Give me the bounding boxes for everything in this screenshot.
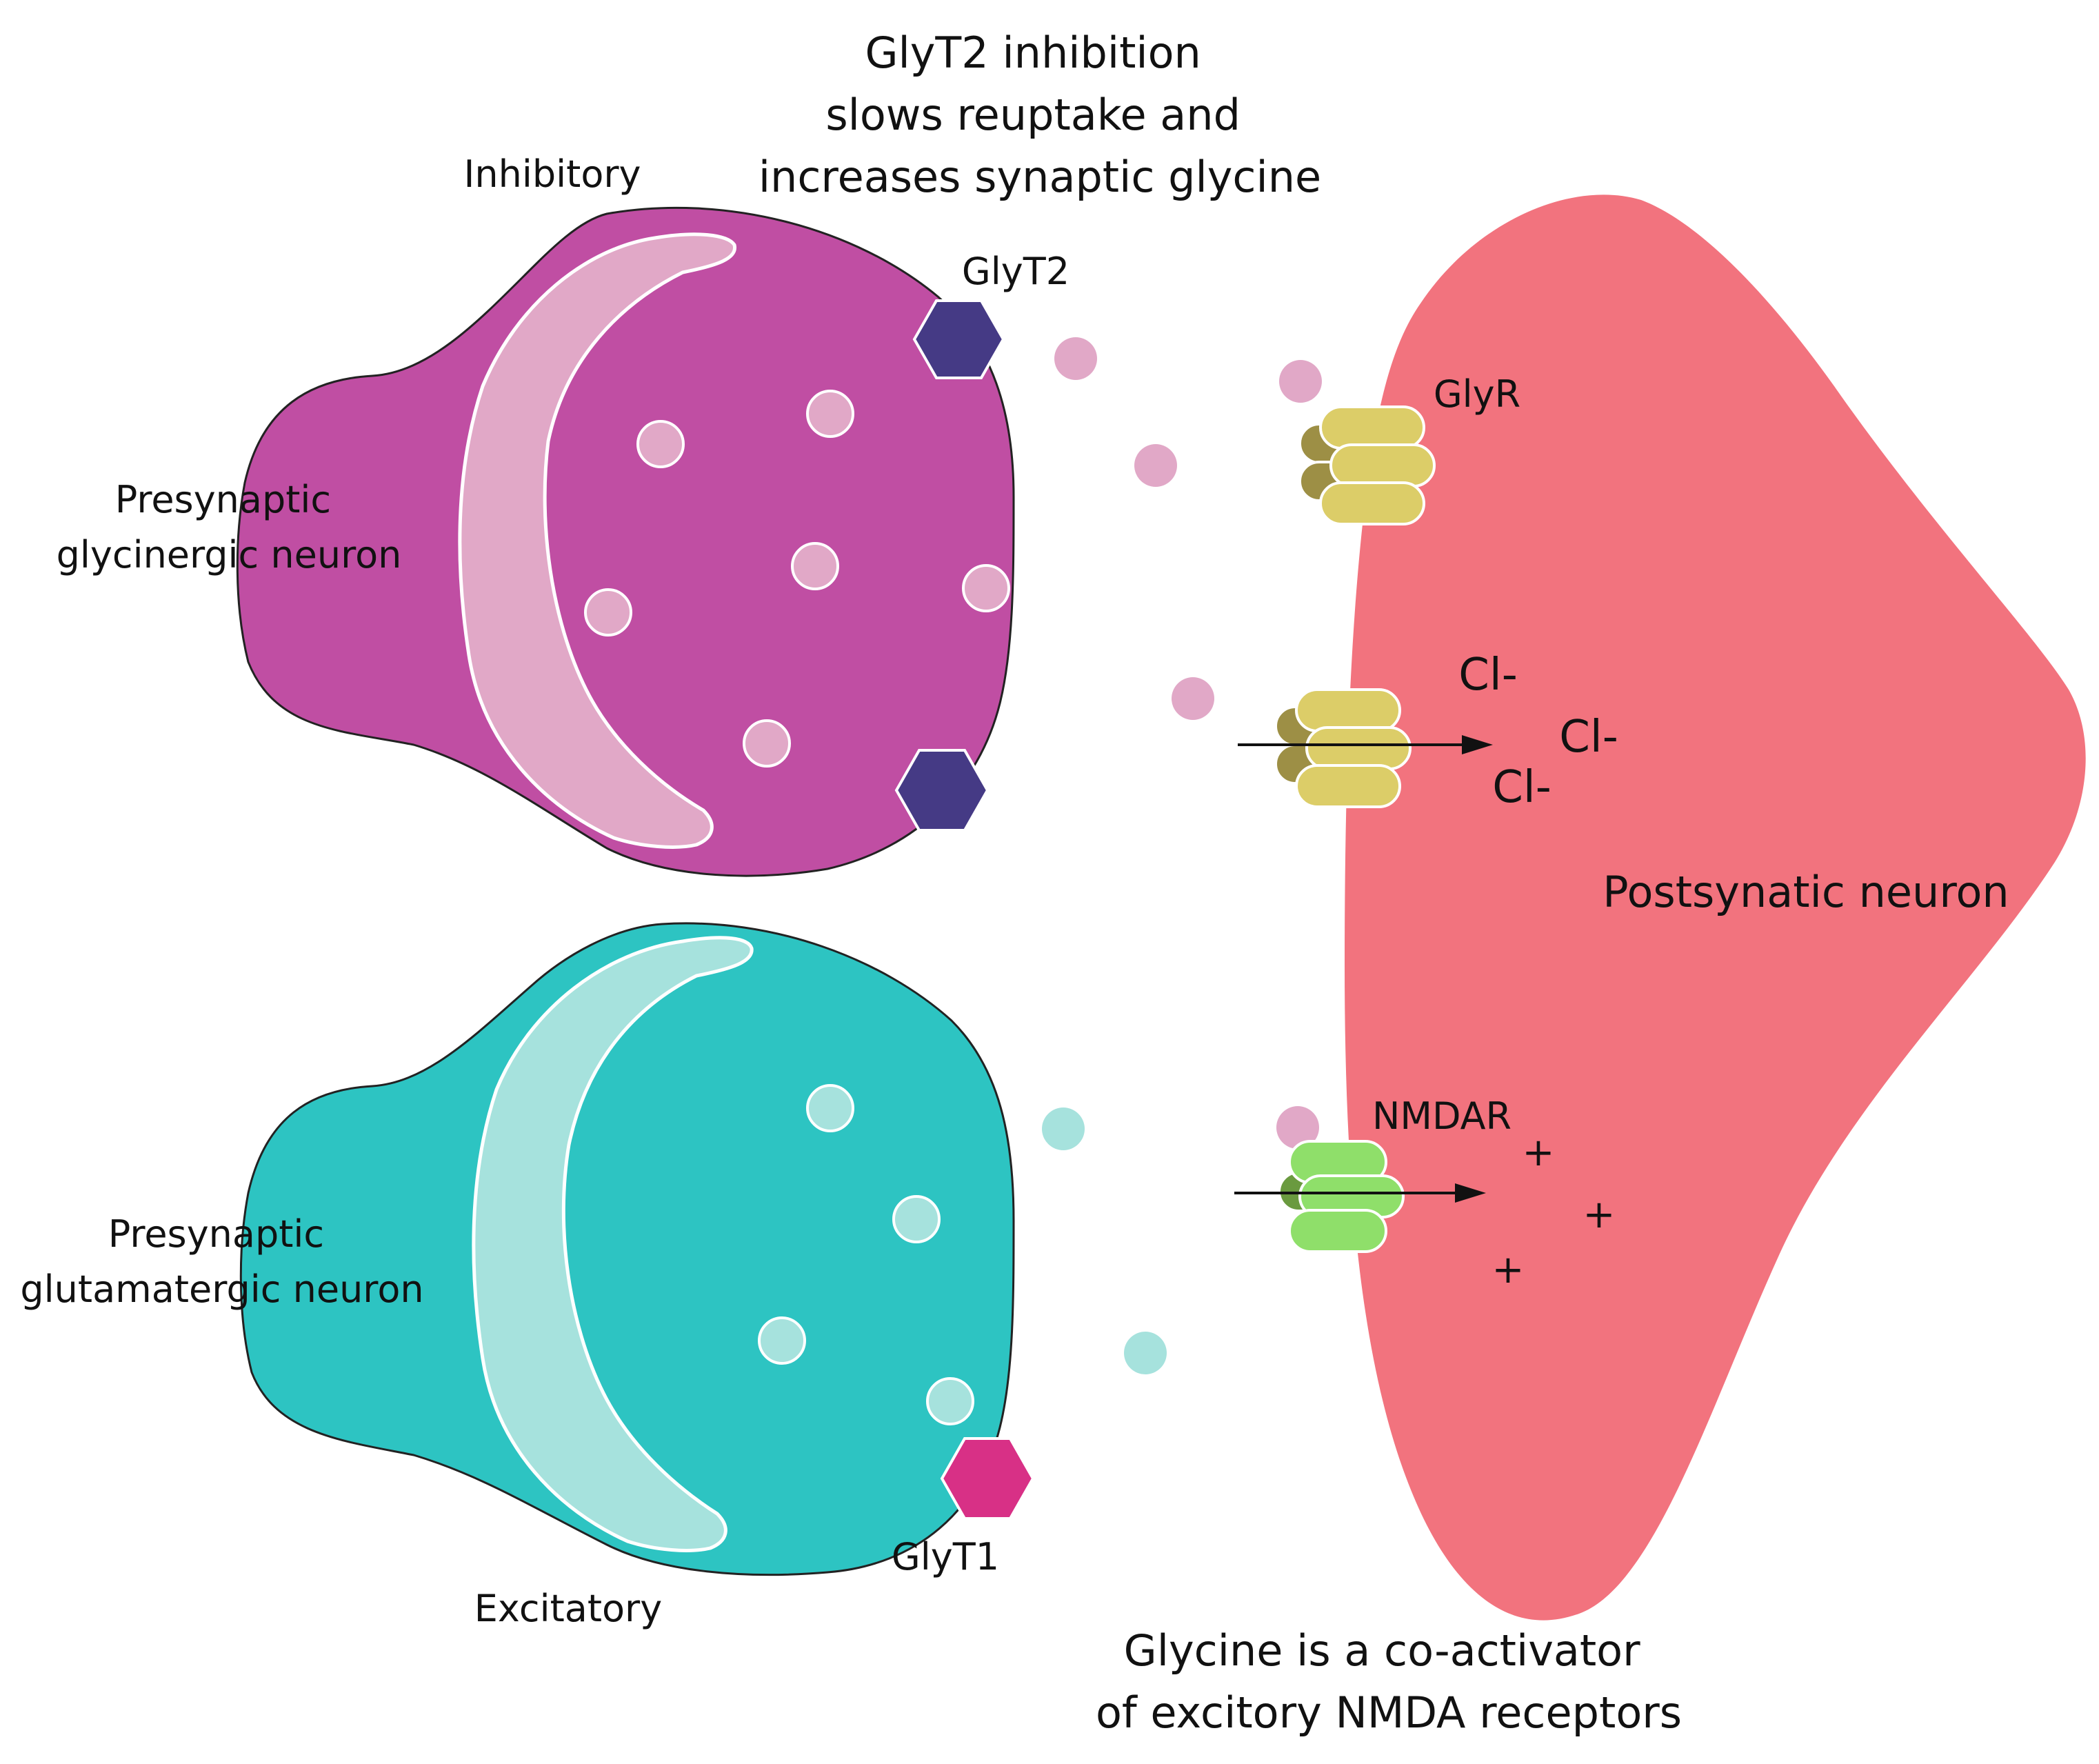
label-line: Presynaptic — [115, 478, 331, 521]
nmdar-receptor-icon — [1278, 1140, 1405, 1253]
title-line: slows reuptake and — [825, 90, 1241, 140]
excitatory-active-zone — [472, 936, 754, 1552]
label-line: Presynaptic — [108, 1212, 324, 1256]
footer-line: of excitory NMDA receptors — [1096, 1687, 1682, 1738]
inhibitory-vesicles — [584, 390, 1010, 768]
glyr-label: GlyR — [1434, 372, 1520, 416]
glyr-receptor-icon — [1298, 405, 1436, 525]
chloride-influx-arrow — [1238, 735, 1493, 754]
vesicle — [758, 1316, 806, 1365]
postsynaptic-neuron — [1345, 194, 2086, 1621]
glycine-molecule — [1124, 1332, 1167, 1374]
excitatory-label: Excitatory — [474, 1587, 662, 1630]
glycine-molecule — [1172, 677, 1214, 720]
footer-line: Glycine is a co-activator — [1124, 1625, 1640, 1676]
glycine-molecule — [1042, 1107, 1085, 1150]
vesicle — [636, 420, 685, 468]
glyr-chloride-channel-icon — [1274, 688, 1412, 808]
vesicle — [926, 1377, 974, 1425]
cation-label: + — [1583, 1192, 1616, 1237]
glutamatergic-neuron-label: Presynaptic glutamatergic neuron — [20, 1212, 423, 1311]
glycine-molecule — [1054, 337, 1097, 380]
glycine-molecule — [1134, 444, 1177, 487]
cation-label: + — [1523, 1130, 1555, 1175]
synaptic-glycine-molecules — [1042, 337, 1322, 1374]
postsynaptic-neuron-label: Postsynatic neuron — [1603, 867, 2009, 917]
label-line: glutamatergic neuron — [20, 1267, 423, 1311]
glyt2-transporter-icon — [894, 749, 990, 832]
title-line: GlyT2 inhibition — [865, 28, 1201, 78]
glyt1-transporter-icon — [940, 1437, 1035, 1520]
glyt2-transporter-icon — [912, 299, 1005, 379]
inhibitory-active-zone — [458, 232, 736, 849]
glyt2-label: GlyT2 — [962, 250, 1069, 293]
inhibitory-presynaptic-neuron — [236, 206, 1015, 877]
title-text: GlyT2 inhibition slows reuptake and incr… — [759, 28, 1321, 202]
glycine-molecule — [1276, 1106, 1319, 1149]
vesicle — [791, 542, 839, 590]
nmdar-label: NMDAR — [1372, 1094, 1512, 1138]
inhibitory-label: Inhibitory — [463, 152, 641, 196]
chloride-ion-label: Cl- — [1559, 712, 1618, 763]
chloride-ion-label: Cl- — [1458, 650, 1518, 701]
vesicle — [892, 1195, 941, 1243]
vesicle — [584, 588, 632, 637]
vesicle — [962, 564, 1010, 612]
glycine-molecule — [1279, 360, 1322, 403]
cation-label: + — [1492, 1247, 1525, 1292]
glyt1-label: GlyT1 — [892, 1535, 999, 1578]
cation-influx-arrow — [1234, 1183, 1486, 1203]
footer-text: Glycine is a co-activator of excitory NM… — [1096, 1625, 1682, 1738]
label-line: glycinergic neuron — [57, 533, 402, 577]
vesicle — [806, 390, 854, 438]
excitatory-vesicles — [758, 1084, 974, 1425]
chloride-ion-label: Cl- — [1492, 762, 1551, 813]
glycinergic-neuron-label: Presynaptic glycinergic neuron — [57, 478, 402, 577]
title-line: increases synaptic glycine — [759, 152, 1321, 202]
vesicle — [806, 1084, 854, 1132]
vesicle — [743, 719, 791, 768]
